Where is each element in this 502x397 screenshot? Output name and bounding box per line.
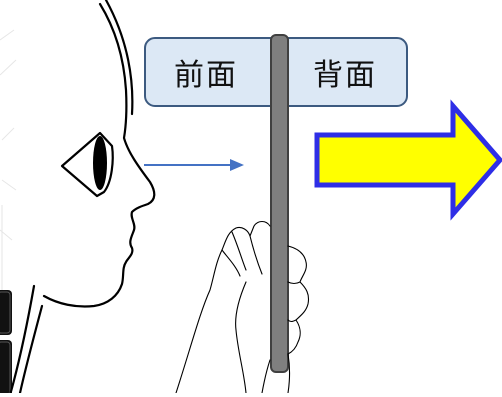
hand-line-art bbox=[175, 220, 310, 394]
face-profile bbox=[8, 0, 156, 397]
direction-arrow-icon bbox=[314, 99, 502, 221]
back-label: 背面 bbox=[313, 58, 377, 93]
background-sketch-marks bbox=[0, 29, 17, 290]
eye-icon bbox=[60, 131, 114, 198]
front-label: 前面 bbox=[174, 58, 238, 93]
sight-arrow-icon bbox=[144, 159, 244, 171]
edge-panel-top bbox=[0, 290, 12, 335]
board-edge bbox=[270, 34, 289, 373]
edge-panel-bottom bbox=[0, 340, 12, 396]
